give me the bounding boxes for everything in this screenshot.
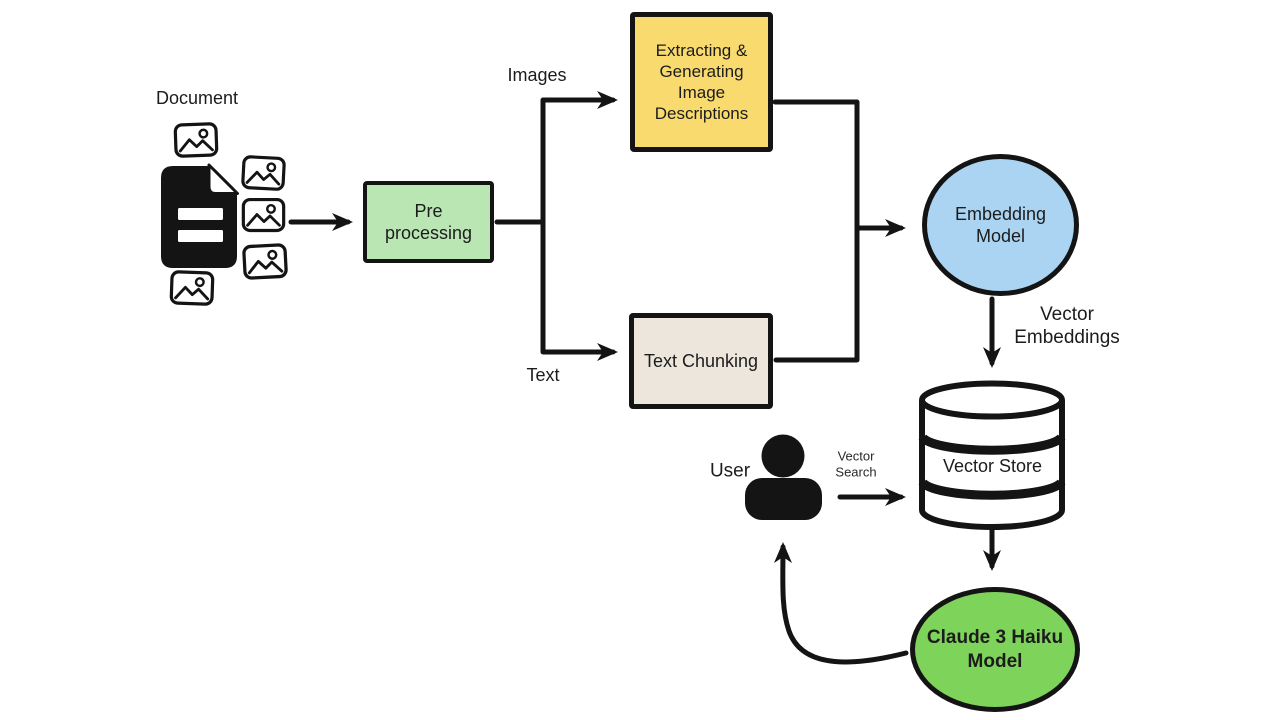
document-icon (161, 163, 239, 268)
node-preprocessing-label-line2: processing (384, 223, 473, 243)
vector-store-cylinder (918, 380, 1066, 530)
label-vector-search: Vector Search (835, 448, 876, 479)
label-vector-embeddings-line2: Embeddings (1014, 327, 1120, 348)
node-embedding-model-line1: Embedding (954, 203, 1047, 224)
label-user: User (709, 460, 751, 482)
node-embedding-model-line2: Model (975, 226, 1026, 246)
edge-merge-bracket (772, 99, 860, 363)
edge-split-to-image-descriptions (540, 91, 618, 225)
node-text-chunking: Text Chunking (629, 313, 773, 409)
node-claude-model-line2: Model (967, 650, 1023, 672)
node-image-descriptions: Extracting & Generating Image Descriptio… (630, 12, 773, 152)
node-claude-model-line1: Claude 3 Haiku (926, 626, 1064, 648)
node-embedding-model: Embedding Model (922, 154, 1079, 296)
node-vector-store-label: Vector Store (942, 456, 1043, 476)
label-vector-search-line1: Vector (837, 448, 875, 464)
image-icon (173, 122, 219, 158)
node-image-descriptions-line1: Extracting & (655, 40, 748, 60)
node-claude-model: Claude 3 Haiku Model (910, 587, 1080, 712)
node-preprocessing: Pre processing (363, 181, 494, 263)
node-text-chunking-label: Text Chunking (643, 350, 759, 371)
node-image-descriptions-line3: Image (677, 83, 726, 102)
user-icon (745, 434, 822, 520)
label-vector-embeddings-line1: Vector (1040, 304, 1094, 326)
label-document: Document (155, 88, 239, 109)
connectors (288, 91, 1001, 665)
label-vector-search-line2: Search (835, 464, 877, 479)
node-image-descriptions-line4: Descriptions (654, 104, 749, 124)
image-icon (241, 242, 289, 281)
node-image-descriptions-line2: Generating (659, 61, 744, 81)
edge-claude-to-user (773, 542, 909, 665)
image-icon (241, 197, 286, 233)
node-preprocessing-label-line1: Pre (414, 200, 443, 221)
label-edge-images: Images (507, 65, 567, 86)
label-vector-embeddings: Vector Embeddings (1014, 304, 1120, 350)
label-edge-text: Text (526, 365, 560, 386)
image-icon (240, 154, 287, 192)
image-icon (169, 270, 215, 306)
edge-split-to-text-chunking (540, 219, 618, 361)
